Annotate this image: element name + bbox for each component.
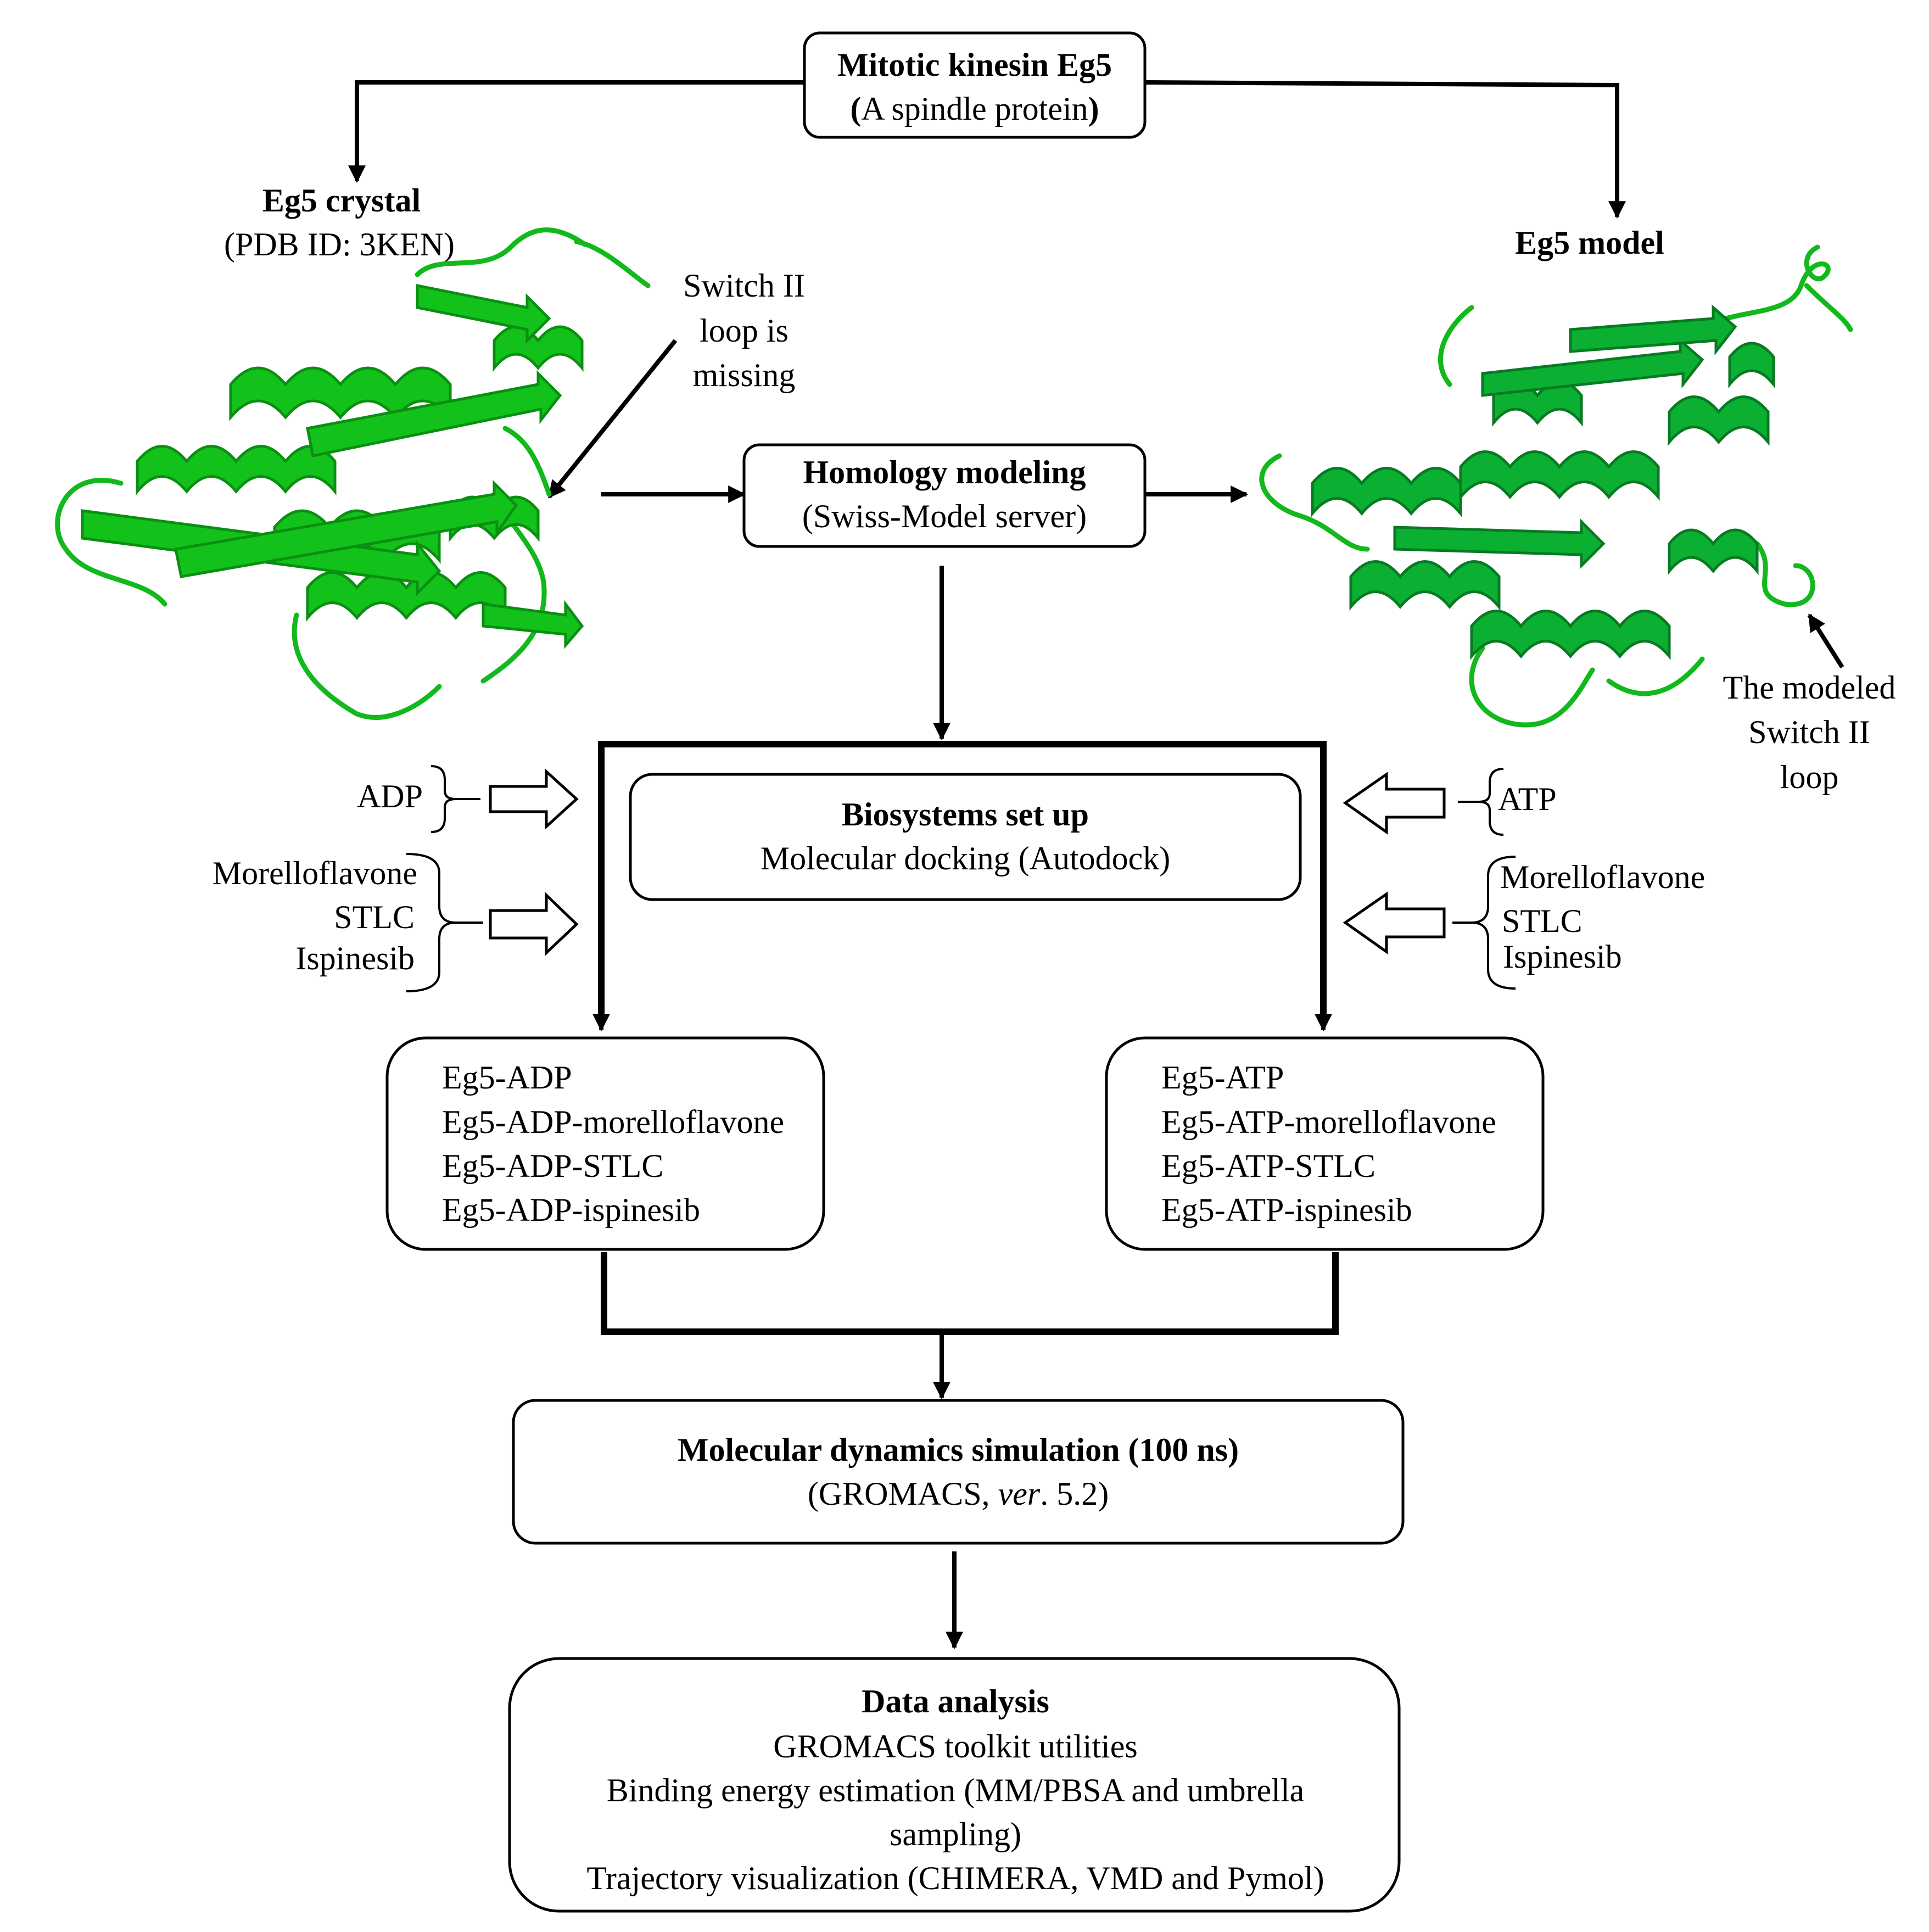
top-title: Mitotic kinesin Eg5: [837, 47, 1112, 83]
right-ligand-1: Morelloflavone: [1500, 859, 1705, 895]
model-structure-image: [1259, 244, 1853, 728]
atp-system-3: Eg5-ATP-STLC: [1161, 1148, 1376, 1184]
right-ligand-3: Ispinesib: [1503, 939, 1622, 975]
crystal-structure-image: [55, 227, 651, 720]
left-nucleotide: ADP: [357, 778, 423, 814]
left-ligand-brace: [406, 853, 483, 992]
left-ligand-1: Morelloflavone: [213, 855, 417, 891]
top-subtitle-line: (A spindle protein): [850, 91, 1099, 127]
setup-frame: [598, 741, 1327, 1021]
analysis-line-3: sampling): [890, 1816, 1021, 1852]
crystal-note-1: Switch II: [683, 267, 805, 304]
model-note-2: Switch II: [1748, 714, 1870, 750]
atp-systems-box: [1105, 1036, 1545, 1251]
connectors: [348, 80, 1844, 1650]
left-nucleotide-arrow: [489, 768, 579, 830]
homology-box: [742, 443, 1147, 548]
left-nucleotide-brace: [430, 765, 480, 833]
top-box: [803, 31, 1147, 139]
arrow-top-to-crystal: [348, 80, 804, 183]
model-title: Eg5 model: [1515, 225, 1664, 261]
merge-frame: [601, 1252, 1339, 1335]
left-ligand-2: STLC: [334, 899, 415, 935]
analysis-line-1: GROMACS toolkit utilities: [773, 1728, 1137, 1765]
adp-system-4: Eg5-ADP-ispinesib: [442, 1192, 700, 1228]
arrow-switch-modeled: [1807, 613, 1844, 669]
arrow-top-to-model: [1144, 80, 1626, 219]
atp-system-2: Eg5-ATP-morelloflavone: [1161, 1104, 1496, 1140]
analysis-box: [508, 1657, 1401, 1913]
adp-systems-box: [385, 1036, 825, 1251]
md-box: [512, 1399, 1405, 1545]
crystal-note-2: loop is: [700, 312, 789, 349]
adp-system-2: Eg5-ADP-morelloflavone: [442, 1104, 784, 1140]
analysis-line-2: Binding energy estimation (MM/PBSA and u…: [607, 1772, 1305, 1808]
right-nucleotide-brace: [1458, 768, 1504, 836]
top-subtitle: A spindle protein: [861, 91, 1088, 127]
homology-title: Homology modeling: [803, 454, 1086, 490]
atp-system-4: Eg5-ATP-ispinesib: [1161, 1192, 1412, 1228]
adp-system-1: Eg5-ADP: [442, 1059, 572, 1096]
left-ligand-3: Ispinesib: [295, 940, 415, 976]
right-ligand-brace: [1452, 856, 1516, 990]
setup-title: Biosystems set up: [842, 796, 1089, 833]
left-ligand-arrow: [489, 892, 579, 956]
crystal-note-3: missing: [693, 357, 796, 393]
right-ligand-2: STLC: [1502, 903, 1583, 939]
right-ligand-arrow: [1343, 891, 1446, 954]
setup-subtitle: Molecular docking (Autodock): [761, 840, 1170, 876]
right-nucleotide-arrow: [1343, 772, 1446, 835]
homology-subtitle: (Swiss-Model server): [802, 498, 1087, 534]
crystal-title: Eg5 crystal: [262, 182, 421, 219]
crystal-subtitle: (PDB ID: 3KEN): [224, 226, 455, 263]
model-note-1: The modeled: [1723, 669, 1896, 706]
md-title: Molecular dynamics simulation (100 ns): [678, 1432, 1239, 1468]
adp-system-3: Eg5-ADP-STLC: [442, 1148, 663, 1184]
model-note-3: loop: [1780, 759, 1839, 795]
analysis-title: Data analysis: [862, 1683, 1049, 1719]
atp-system-1: Eg5-ATP: [1161, 1059, 1284, 1096]
analysis-line-4: Trajectory visualization (CHIMERA, VMD a…: [586, 1860, 1324, 1896]
right-nucleotide: ATP: [1498, 781, 1557, 817]
setup-box: [629, 773, 1302, 901]
arrow-switch-missing: [547, 339, 678, 499]
md-subtitle: (GROMACS, ver. 5.2): [808, 1476, 1109, 1512]
